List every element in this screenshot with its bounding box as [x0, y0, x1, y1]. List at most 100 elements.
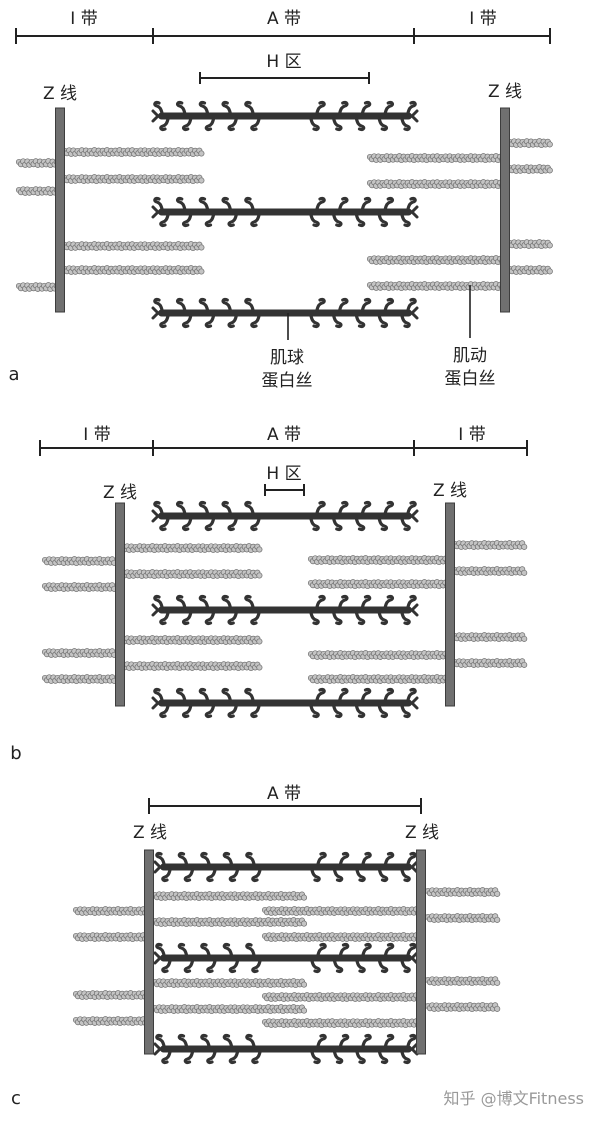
panel-letter-b: b [10, 743, 21, 764]
actin-filament [151, 978, 308, 989]
actin-filament [61, 147, 205, 158]
h-zone-label: H 区 [266, 464, 301, 484]
panel-b: I 带 A 带 I 带 H 区 Z 线 Z 线 b [10, 425, 528, 764]
myosin-filament [151, 196, 419, 228]
actin-filament [72, 932, 149, 943]
actin-label-line1: 肌动 [453, 346, 487, 366]
z-line [500, 107, 510, 313]
z-lines [115, 502, 455, 707]
myosin-filaments [151, 100, 419, 329]
actin-filament [451, 540, 528, 551]
z-line-right-label: Z 线 [488, 82, 522, 102]
actin-filament [61, 265, 205, 276]
actin-filament [15, 158, 62, 169]
z-line [144, 849, 154, 1055]
z-line [115, 502, 125, 707]
myosin-filaments [153, 851, 419, 1065]
actin-filament [261, 1018, 426, 1029]
actin-filament [41, 674, 118, 685]
actin-filament [307, 555, 451, 566]
actin-filament [119, 635, 263, 646]
z-line [416, 849, 426, 1055]
actin-filament [424, 1002, 501, 1013]
z-line [55, 107, 65, 313]
actin-filament [15, 282, 62, 293]
a-band-label: A 带 [267, 9, 301, 29]
i-band-right-label: I 带 [469, 9, 496, 29]
actin-filament [151, 891, 308, 902]
myosin-filament [151, 297, 419, 329]
panel-letter-a: a [8, 364, 19, 385]
actin-filament [451, 632, 528, 643]
actin-filament [261, 932, 426, 943]
myosin-filament [153, 851, 419, 883]
actin-filaments [72, 887, 501, 1029]
h-zone-label: H 区 [266, 52, 301, 72]
panel-letter-c: c [11, 1088, 21, 1109]
actin-filament [119, 543, 263, 554]
actin-filament [506, 239, 553, 250]
actin-filament [41, 582, 118, 593]
actin-filament [307, 650, 451, 661]
z-line-left-label: Z 线 [133, 823, 167, 843]
actin-filament [506, 265, 553, 276]
actin-filament [451, 566, 528, 577]
actin-filament [41, 556, 118, 567]
actin-filament [366, 255, 506, 266]
myosin-label-line2: 蛋白丝 [262, 371, 313, 391]
myosin-filament [151, 594, 419, 626]
watermark: 知乎 @博文Fitness [443, 1089, 584, 1108]
panel-a: I 带 A 带 I 带 H 区 Z 线 Z 线 肌球 蛋白丝 肌动 蛋白丝 a [8, 9, 553, 391]
myosin-filament [153, 1033, 419, 1065]
actin-filament [366, 179, 506, 190]
a-band-label: A 带 [267, 784, 301, 804]
actin-filament [119, 569, 263, 580]
actin-filament [366, 153, 506, 164]
z-lines [144, 849, 426, 1055]
i-band-left-label: I 带 [83, 425, 110, 445]
actin-filament [424, 913, 501, 924]
actin-filament [119, 661, 263, 672]
z-line-right-label: Z 线 [405, 823, 439, 843]
myosin-label-line1: 肌球 [270, 348, 304, 368]
actin-filament [424, 887, 501, 898]
actin-filament [72, 906, 149, 917]
z-line-left-label: Z 线 [103, 483, 137, 503]
actin-filaments [41, 540, 528, 685]
band-ticks [148, 798, 422, 814]
myosin-filaments [151, 500, 419, 719]
myosin-filament [151, 687, 419, 719]
actin-filament [151, 1004, 308, 1015]
actin-filament [307, 674, 451, 685]
z-line-left-label: Z 线 [43, 84, 77, 104]
actin-filament [451, 658, 528, 669]
myosin-filament [151, 500, 419, 532]
z-lines [55, 107, 510, 313]
myosin-filament [153, 942, 419, 974]
a-band-label: A 带 [267, 425, 301, 445]
actin-filament [61, 174, 205, 185]
myosin-filament [151, 100, 419, 132]
actin-filament [261, 992, 426, 1003]
actin-filament [366, 281, 506, 292]
actin-filament [15, 186, 62, 197]
actin-filament [72, 990, 149, 1001]
actin-filament [506, 164, 553, 175]
actin-label-line2: 蛋白丝 [445, 369, 496, 389]
actin-filament [506, 138, 553, 149]
actin-filament [424, 976, 501, 987]
band-ticks [39, 440, 528, 496]
z-line [445, 502, 455, 707]
z-line-right-label: Z 线 [433, 481, 467, 501]
actin-filament [261, 906, 426, 917]
actin-filament [72, 1016, 149, 1027]
actin-filament [307, 579, 451, 590]
i-band-left-label: I 带 [70, 9, 97, 29]
actin-filament [151, 917, 308, 928]
actin-filaments [15, 138, 553, 293]
band-ticks [15, 28, 551, 84]
actin-filament [61, 241, 205, 252]
i-band-right-label: I 带 [458, 425, 485, 445]
panel-c: A 带 Z 线 Z 线 c [11, 784, 501, 1109]
